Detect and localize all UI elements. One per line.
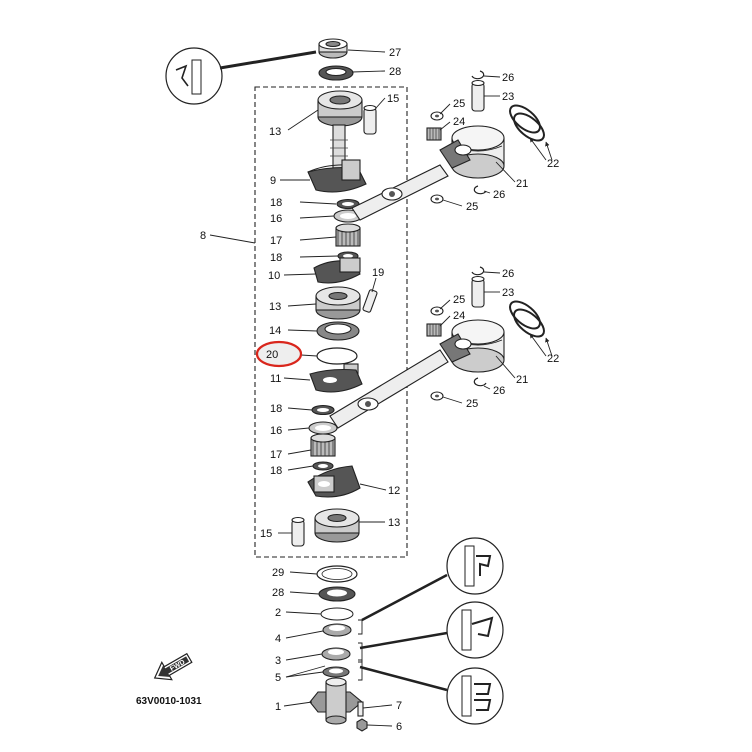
callout-18-b: 18 [270,252,282,264]
detail-circle-seal-a [361,537,504,622]
crank-web-middle [313,257,361,284]
needle-bearing-upper [426,127,442,141]
callout-23-lower: 23 [502,287,514,299]
piston-rings-lower [509,300,545,338]
clip-lower-b [473,377,487,387]
seal-3 [321,647,351,661]
connecting-rod-upper [351,164,449,221]
callout-28-bottom: 28 [272,587,284,599]
clip-lower-a [471,266,485,276]
washer-2 [320,607,354,621]
dowel-pin-bottom [291,516,305,547]
piston-pin-lower [471,275,485,308]
seal-5 [322,666,350,678]
bolt-6 [356,718,368,732]
callout-12: 12 [388,485,400,497]
callout-18-d: 18 [270,465,282,477]
callout-17-b: 17 [270,449,282,461]
crank-web-upper [307,124,367,193]
callout-9: 9 [270,175,276,187]
callout-25-upper-a: 25 [453,98,465,110]
piston-lower [439,319,505,373]
callout-2: 2 [275,607,281,619]
crank-web-lower [309,363,363,393]
callout-3: 3 [275,655,281,667]
crankpin-bearing-lower [308,404,338,471]
leader-lines [209,49,553,727]
callout-22-upper: 22 [547,158,559,170]
clip-upper-b [473,185,487,195]
locating-pin [362,289,378,313]
callout-16-b: 16 [270,425,282,437]
callout-18-c: 18 [270,403,282,415]
dowel-pin-7 [357,701,364,717]
callout-10: 10 [268,270,280,282]
callout-labels: 27 28 26 23 25 15 24 13 22 21 9 26 25 18… [200,47,559,733]
washer-upper-b [430,194,444,204]
callout-26-upper-b: 26 [493,189,505,201]
callout-15-bottom: 15 [260,528,272,540]
callout-29: 29 [272,567,284,579]
piston-upper [439,125,505,179]
callout-27: 27 [389,47,401,59]
oil-seal-top [318,38,348,59]
forward-direction-arrow-icon: FWD [153,652,193,681]
center-circlip [316,347,358,365]
callout-16-a: 16 [270,213,282,225]
washer-lower-b [430,391,444,401]
detail-circle-seal-c [359,665,504,725]
o-ring-large-29 [316,565,358,583]
callout-15-top: 15 [387,93,399,105]
callout-23-upper: 23 [502,91,514,103]
detail-circle-seal-b [359,601,504,659]
callout-4: 4 [275,633,281,645]
dowel-pin-top [363,104,377,135]
callout-25-lower-a: 25 [453,294,465,306]
callout-6: 6 [396,721,402,733]
callout-13-bottom: 13 [388,517,400,529]
bearing-housing-1 [309,677,363,725]
callout-13-mid: 13 [269,301,281,313]
callout-19: 19 [372,267,384,279]
callout-14: 14 [269,325,281,337]
o-ring-top [318,65,354,81]
diagram-code: 63V0010-1031 [136,696,202,707]
highlight-circle-part-20 [255,340,303,368]
crankshaft-assembly-boundary [254,86,408,558]
callout-21-lower: 21 [516,374,528,386]
callout-11: 11 [270,373,281,385]
callout-28-top: 28 [389,66,401,78]
callout-21-upper: 21 [516,178,528,190]
callout-25-lower-b: 25 [466,398,478,410]
connecting-rod-lower [329,349,449,429]
callout-24-upper: 24 [453,116,465,128]
bearing-top [317,90,363,127]
callout-13-top: 13 [269,126,281,138]
callout-8: 8 [200,230,206,242]
callout-1: 1 [275,701,281,713]
callout-17-a: 17 [270,235,282,247]
callout-25-upper-b: 25 [466,201,478,213]
callout-7: 7 [396,700,402,712]
clip-upper-a [471,70,485,80]
center-seal-ring [316,321,360,341]
callout-18-a: 18 [270,197,282,209]
seal-4 [322,623,352,637]
o-ring-bottom-28 [318,586,356,602]
callout-26-lower-a: 26 [502,268,514,280]
callout-26-upper-a: 26 [502,72,514,84]
bearing-bottom [314,508,360,543]
bearing-middle [315,286,361,320]
piston-pin-upper [471,79,485,112]
needle-bearing-lower [426,323,442,337]
callout-5: 5 [275,672,281,684]
callout-26-lower-b: 26 [493,385,505,397]
crank-web-bottom [307,465,361,498]
callout-24-lower: 24 [453,310,465,322]
callout-22-lower: 22 [547,353,559,365]
detail-circle-top-seal [165,47,317,105]
piston-rings-upper [509,104,545,142]
callout-20: 20 [266,349,278,361]
